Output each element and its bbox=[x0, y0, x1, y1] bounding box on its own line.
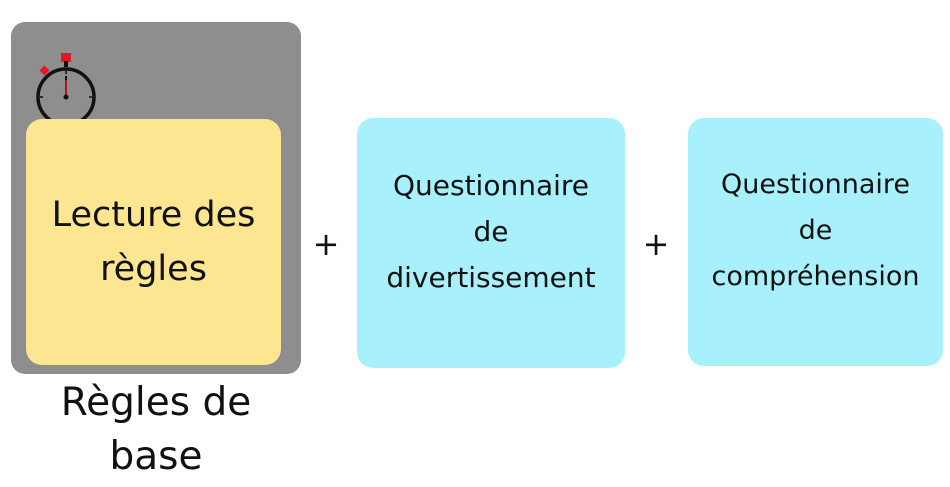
comprehension-quiz-box: Questionnaire de compréhension bbox=[688, 118, 943, 366]
plus-operator-1: + bbox=[312, 225, 340, 263]
comprehension-quiz-label: Questionnaire de compréhension bbox=[711, 169, 920, 292]
entertainment-quiz-box: Questionnaire de divertissement bbox=[357, 118, 625, 368]
rules-reading-label: Lecture des règles bbox=[51, 195, 256, 289]
rules-reading-box: Lecture des règles bbox=[26, 119, 281, 365]
base-rules-caption: Règles de base bbox=[60, 380, 252, 479]
base-rules-group: Lecture des règles bbox=[11, 22, 301, 374]
plus-operator-2: + bbox=[642, 225, 670, 263]
entertainment-quiz-label: Questionnaire de divertissement bbox=[386, 169, 596, 294]
